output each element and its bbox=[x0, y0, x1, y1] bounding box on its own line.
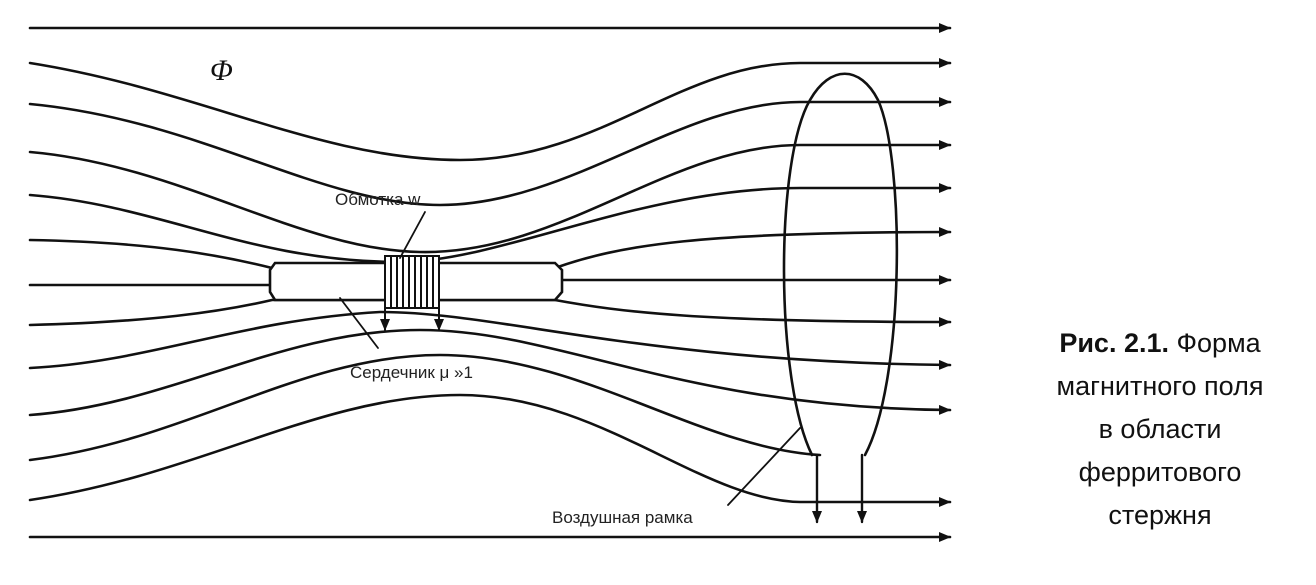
flux-label: Φ bbox=[210, 54, 233, 87]
air-frame-loop bbox=[782, 72, 899, 457]
field-line bbox=[28, 310, 952, 370]
air-frame-label: Воздушная рамка bbox=[552, 508, 693, 527]
core-leader bbox=[339, 297, 379, 349]
winding-coil bbox=[384, 255, 440, 309]
caption-line: стержня bbox=[1108, 500, 1212, 530]
field-line bbox=[28, 298, 952, 327]
winding-label: Обмотка w bbox=[335, 190, 421, 209]
caption-line: магнитного поля bbox=[1056, 371, 1264, 401]
core-label: Сердечник μ »1 bbox=[350, 363, 473, 382]
caption-line: ферритового bbox=[1078, 457, 1242, 487]
field-line bbox=[28, 140, 952, 254]
winding-leader bbox=[399, 211, 426, 259]
frame-leader bbox=[727, 427, 801, 506]
field-line bbox=[28, 393, 952, 507]
field-line bbox=[28, 328, 952, 417]
field-line bbox=[28, 97, 952, 207]
field-line bbox=[28, 353, 822, 462]
field-line bbox=[28, 58, 952, 162]
caption-line: в области bbox=[1098, 414, 1222, 444]
caption-line: Форма bbox=[1176, 328, 1261, 358]
field-line-axis bbox=[28, 280, 950, 285]
caption-number: Рис. 2.1. bbox=[1059, 328, 1169, 358]
figure-caption: Рис. 2.1. Форма магнитного поля в област… bbox=[1010, 322, 1310, 537]
